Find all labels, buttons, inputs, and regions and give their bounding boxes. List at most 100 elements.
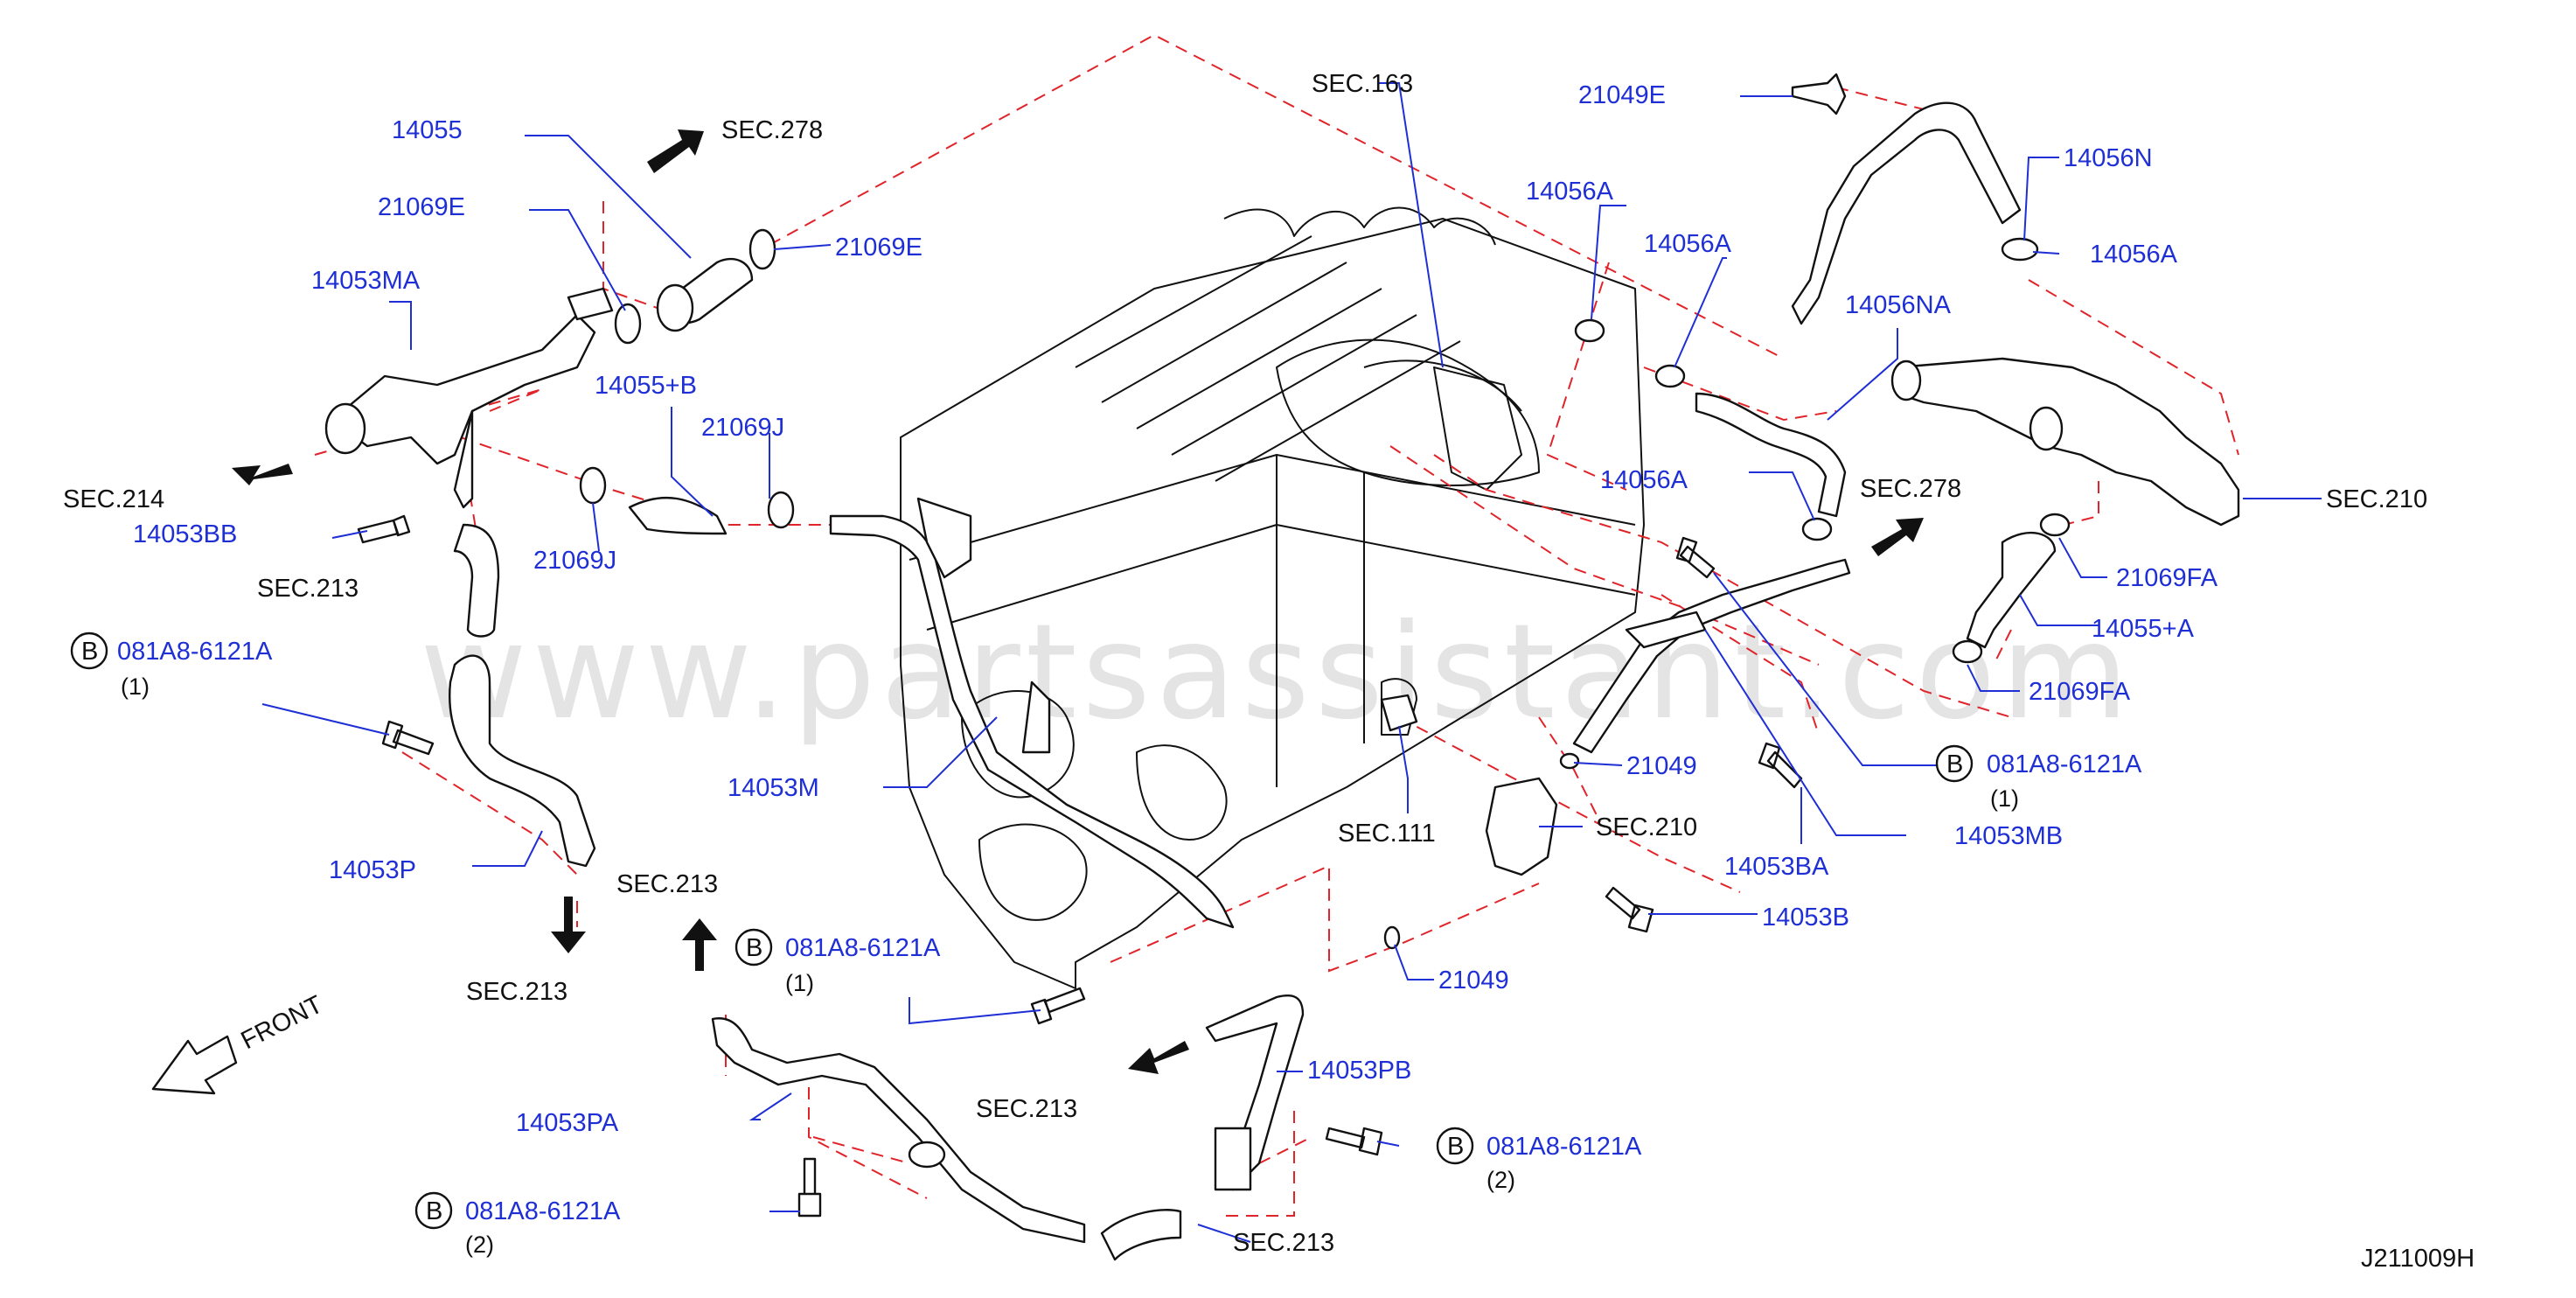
- leader-lines: [261, 82, 2322, 1243]
- gasket-21049-1[interactable]: [1559, 752, 1580, 770]
- bolt-081a8-4[interactable]: [1325, 1127, 1383, 1156]
- bolt-081a8-2[interactable]: [1030, 987, 1086, 1025]
- label-081a8-5[interactable]: 081A8-6121A: [1987, 750, 2142, 778]
- qty-2: (1): [785, 970, 814, 996]
- pipe-14053p[interactable]: [449, 654, 596, 868]
- label-21069j-top[interactable]: 21069J: [701, 414, 784, 442]
- label-14053mb[interactable]: 14053MB: [1954, 822, 2063, 850]
- label-sec213-lower[interactable]: SEC.213: [466, 978, 567, 1006]
- label-sec213-mid[interactable]: SEC.213: [616, 870, 718, 898]
- hose-sec213-bottom[interactable]: [1100, 1209, 1182, 1261]
- flow-arrows: [151, 129, 1924, 1095]
- label-14053m[interactable]: 14053M: [728, 774, 819, 802]
- label-21069fa-2[interactable]: 21069FA: [2029, 678, 2131, 706]
- hose-14055a[interactable]: [1966, 531, 2057, 649]
- hose-14055b[interactable]: [628, 496, 728, 535]
- watermark: www.partsassistant.com: [420, 597, 2134, 749]
- label-14053bb[interactable]: 14053BB: [133, 520, 237, 548]
- label-sec214[interactable]: SEC.214: [63, 485, 164, 513]
- label-sec210-right[interactable]: SEC.210: [2326, 485, 2427, 513]
- label-sec213-pb[interactable]: SEC.213: [976, 1095, 1077, 1123]
- clip-21049e[interactable]: [1791, 73, 1847, 115]
- label-14056a-4[interactable]: 14056A: [1600, 466, 1688, 494]
- label-081a8-4[interactable]: 081A8-6121A: [1486, 1133, 1642, 1161]
- label-sec213-bottom[interactable]: SEC.213: [1233, 1229, 1334, 1257]
- arrow-sec213-left-icon: [1128, 1041, 1189, 1074]
- pipe-14053m[interactable]: [829, 514, 1235, 929]
- pipe-14053pb[interactable]: [1205, 994, 1305, 1191]
- label-21049e[interactable]: 21049E: [1578, 81, 1666, 109]
- label-14053ma[interactable]: 14053MA: [311, 267, 421, 295]
- bolt-081a8-5[interactable]: [1675, 536, 1716, 579]
- b-markers: B B B B B: [70, 632, 1974, 1230]
- label-14053b[interactable]: 14053B: [1762, 904, 1849, 932]
- label-14053pb[interactable]: 14053PB: [1307, 1057, 1411, 1085]
- gasket-21049-2[interactable]: [1383, 925, 1401, 950]
- clamp-21069e-1[interactable]: [614, 303, 642, 345]
- label-sec111[interactable]: SEC.111: [1338, 820, 1436, 848]
- b-marker-4: [1436, 1127, 1474, 1165]
- bolt-081a8-3[interactable]: [797, 1157, 822, 1218]
- callout-labels: 14055 SEC.278 21069E 21069E 14053MA SEC.…: [63, 70, 2475, 1273]
- label-21069fa-1[interactable]: 21069FA: [2116, 564, 2218, 592]
- bolt-081a8-1[interactable]: [381, 720, 435, 756]
- outlet-sec210[interactable]: [1896, 357, 2240, 527]
- engine-assembly: [900, 206, 1645, 989]
- label-081a8-3[interactable]: 081A8-6121A: [465, 1197, 621, 1225]
- label-14053pa[interactable]: 14053PA: [516, 1109, 619, 1137]
- label-21049-bottom[interactable]: 21049: [1438, 967, 1509, 994]
- label-14055b[interactable]: 14055+B: [595, 372, 697, 400]
- label-081a8-1[interactable]: 081A8-6121A: [117, 638, 273, 666]
- label-14056a-3[interactable]: 14056A: [2090, 241, 2178, 269]
- qty-4: (2): [1486, 1167, 1515, 1193]
- label-sec163[interactable]: SEC.163: [1312, 70, 1413, 98]
- label-21069e-right[interactable]: 21069E: [835, 234, 922, 262]
- label-sec278-right[interactable]: SEC.278: [1860, 475, 1961, 503]
- clamp-14056a-1[interactable]: [2001, 237, 2039, 262]
- b-marker-1-text: B: [81, 638, 98, 666]
- b-marker-5: [1935, 744, 1974, 783]
- label-21069e-left[interactable]: 21069E: [378, 193, 465, 221]
- clamp-21069j-2[interactable]: [767, 491, 795, 529]
- parts-group: [324, 73, 2240, 1261]
- pipe-14053ma[interactable]: [331, 313, 596, 465]
- clamp-14056a-2[interactable]: [1574, 318, 1605, 343]
- clamp-21069j-1[interactable]: [579, 466, 607, 505]
- label-14056na[interactable]: 14056NA: [1845, 291, 1952, 319]
- drawing-code: J211009H: [2361, 1245, 2475, 1273]
- label-21069j-bottom[interactable]: 21069J: [533, 547, 616, 575]
- arrow-sec214-icon: [232, 464, 293, 485]
- label-081a8-2[interactable]: 081A8-6121A: [785, 934, 941, 962]
- label-sec213-left[interactable]: SEC.213: [257, 575, 359, 603]
- label-14056a-1[interactable]: 14056A: [1526, 178, 1614, 206]
- clamp-21069e-2[interactable]: [748, 228, 776, 270]
- clamp-14056a-3[interactable]: [1654, 364, 1686, 388]
- b-marker-3: [414, 1191, 453, 1230]
- label-14055a[interactable]: 14055+A: [2092, 615, 2195, 643]
- hose-sec213[interactable]: [453, 523, 500, 638]
- clamp-14056a-4[interactable]: [1801, 517, 1833, 541]
- label-14056n[interactable]: 14056N: [2064, 144, 2153, 172]
- label-14053p[interactable]: 14053P: [329, 856, 416, 884]
- label-14055[interactable]: 14055: [392, 116, 463, 144]
- label-21049-center[interactable]: 21049: [1626, 752, 1697, 780]
- b-marker-2-text: B: [746, 934, 762, 962]
- b-marker-2: [735, 928, 773, 967]
- pipe-14053pa[interactable]: [711, 1017, 1086, 1244]
- front-arrow-icon: [151, 1035, 238, 1095]
- bolt-14053b[interactable]: [1605, 886, 1654, 933]
- clamp-21069fa-2[interactable]: [1952, 639, 1983, 664]
- qty-5: (1): [1990, 785, 2019, 812]
- hose-14056n[interactable]: [1791, 101, 2022, 325]
- hose-14056na[interactable]: [1695, 392, 1847, 518]
- label-14056a-2[interactable]: 14056A: [1644, 230, 1732, 258]
- label-sec210-center[interactable]: SEC.210: [1596, 813, 1697, 841]
- label-14053ba[interactable]: 14053BA: [1724, 853, 1829, 881]
- clamp-21069fa-1[interactable]: [2039, 513, 2071, 537]
- label-sec278-top[interactable]: SEC.278: [721, 116, 823, 144]
- fitting-sec210[interactable]: [1485, 777, 1558, 876]
- bolt-14053ba[interactable]: [1758, 742, 1803, 789]
- bolt-14053bb[interactable]: [357, 514, 411, 544]
